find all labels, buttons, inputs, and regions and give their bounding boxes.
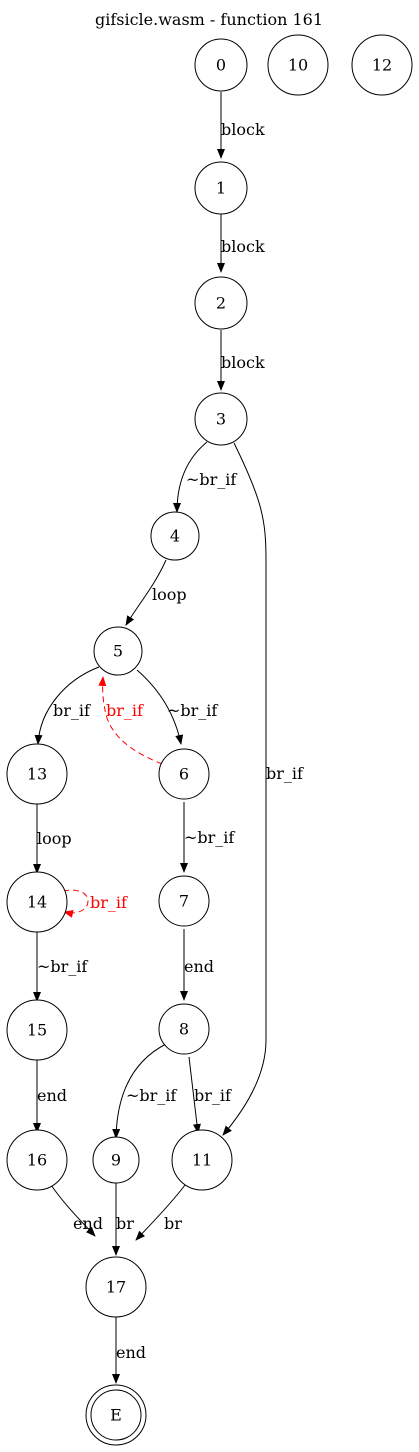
- node-7: [158, 875, 210, 927]
- graph-title: gifsicle.wasm - function 161: [95, 10, 323, 29]
- node-label-5: 5: [113, 642, 123, 661]
- edge-16-17: [50, 1184, 96, 1237]
- node-0: [194, 38, 248, 92]
- node-label-1: 1: [216, 179, 226, 198]
- node-2: [194, 276, 248, 330]
- node-13: [6, 743, 68, 805]
- node-9: [92, 1136, 140, 1184]
- node-label-16: 16: [27, 1151, 47, 1170]
- node-17: [85, 1256, 147, 1318]
- node-label-6: 6: [179, 765, 189, 784]
- edge-label-2-3: block: [221, 353, 265, 372]
- node-label-2: 2: [216, 294, 226, 313]
- node-E-inner-ring: [90, 1389, 142, 1441]
- edge-label-1-2: block: [221, 237, 265, 256]
- edge-label-3-11: br_if: [266, 764, 304, 783]
- edge-label-16-17: end: [73, 1214, 103, 1233]
- node-label-8: 8: [179, 1020, 189, 1039]
- node-label-7: 7: [179, 892, 189, 911]
- edge-14-14: [62, 889, 89, 918]
- edge-label-14-14: br_if: [90, 893, 128, 912]
- node-8: [158, 1003, 210, 1055]
- node-label-9: 9: [111, 1151, 121, 1170]
- node-label-4: 4: [170, 527, 180, 546]
- node-label-11: 11: [192, 1151, 212, 1170]
- node-label-14: 14: [27, 893, 47, 912]
- edge-label-5-6: ~br_if: [167, 701, 218, 720]
- node-1: [194, 161, 248, 215]
- node-label-0: 0: [216, 56, 226, 75]
- edge-label-15-16: end: [37, 1086, 67, 1105]
- node-14: [6, 871, 68, 933]
- node-label-13: 13: [27, 765, 47, 784]
- edge-8-9: [112, 1043, 167, 1139]
- node-15: [6, 999, 68, 1061]
- edge-5-13: [34, 666, 100, 745]
- node-12: [351, 34, 413, 96]
- edge-5-6: [136, 669, 184, 745]
- edge-label-9-17: br: [116, 1214, 134, 1233]
- node-label-15: 15: [27, 1021, 47, 1040]
- edge-label-14-15: ~br_if: [37, 957, 88, 976]
- edge-label-7-8: end: [184, 957, 214, 976]
- edge-6-5: [98, 676, 163, 765]
- edge-label-13-14: loop: [37, 829, 72, 848]
- node-16: [6, 1129, 68, 1191]
- edge-label-17-E: end: [116, 1343, 146, 1362]
- edge-8-11: [188, 1056, 201, 1134]
- edge-3-11: [222, 442, 267, 1136]
- node-label-17: 17: [106, 1278, 126, 1297]
- node-10: [267, 34, 329, 96]
- edge-label-8-9: ~br_if: [126, 1086, 177, 1105]
- edge-11-17: [135, 1184, 186, 1241]
- edge-4-5: [125, 559, 167, 626]
- node-11: [171, 1129, 233, 1191]
- edge-label-6-5: br_if: [106, 701, 144, 720]
- node-3: [194, 392, 248, 446]
- edge-label-0-1: block: [221, 120, 265, 139]
- edge-label-6-7: ~br_if: [184, 828, 235, 847]
- node-label-10: 10: [288, 56, 308, 75]
- edge-3-4: [173, 441, 208, 513]
- node-label-E: E: [110, 1406, 122, 1425]
- node-6: [158, 748, 210, 800]
- node-5: [93, 626, 143, 676]
- edge-label-8-11: br_if: [194, 1086, 232, 1105]
- node-label-3: 3: [216, 410, 226, 429]
- edge-label-5-13: br_if: [53, 701, 91, 720]
- edge-label-11-17: br: [164, 1214, 182, 1233]
- node-label-12: 12: [372, 56, 392, 75]
- edge-label-4-5: loop: [152, 585, 187, 604]
- node-4: [150, 511, 200, 561]
- edge-label-3-4: ~br_if: [186, 470, 237, 489]
